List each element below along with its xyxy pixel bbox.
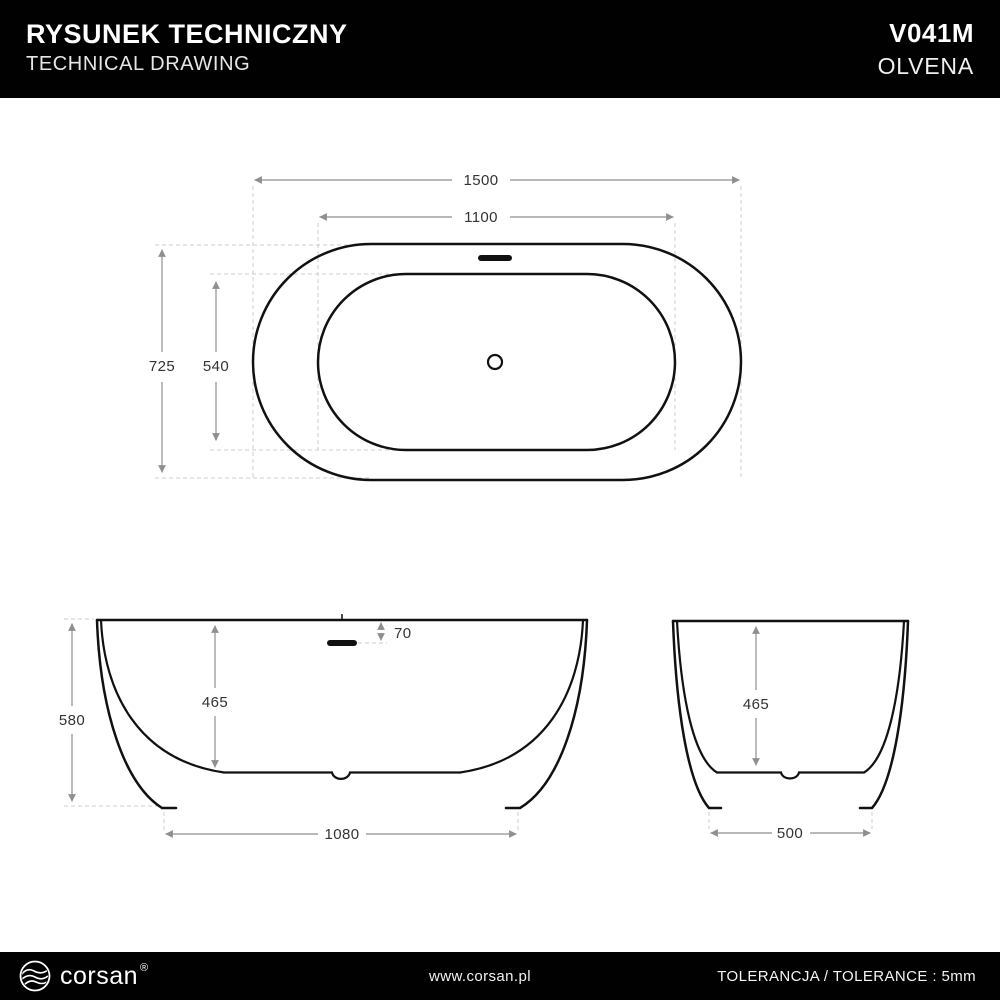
- dim-label-base-length: 1080: [325, 826, 360, 843]
- dim-side-depth: 465: [743, 626, 769, 766]
- technical-drawing-svg: 1500 1100 725 540: [59, 172, 910, 843]
- footer-bar: corsan® www.corsan.pl TOLERANCJA / TOLER…: [0, 952, 1000, 1000]
- front-view: 580 465 70 1080: [59, 614, 589, 843]
- tolerance-note: TOLERANCJA / TOLERANCE : 5mm: [717, 967, 976, 985]
- dim-base-width: 500: [710, 825, 871, 842]
- website-text: www.corsan.pl: [429, 967, 531, 985]
- registered-mark: ®: [140, 962, 149, 974]
- front-outer-left: [95, 618, 178, 810]
- dim-front-depth: 465: [202, 625, 228, 768]
- front-overflow-slot-icon: [327, 640, 357, 646]
- model-code: V041M: [889, 18, 974, 48]
- dim-label-base-width: 500: [777, 825, 803, 842]
- brand-name: corsan: [60, 961, 139, 990]
- drawing-subtitle: TECHNICAL DRAWING: [26, 53, 251, 76]
- dim-label-inner-width: 540: [203, 358, 229, 375]
- tub-basin-outline: [316, 272, 677, 452]
- side-outer-left: [671, 619, 723, 810]
- dim-label-side-depth: 465: [743, 696, 769, 713]
- header-bar: RYSUNEK TECHNICZNY TECHNICAL DRAWING V04…: [0, 0, 1000, 98]
- drain-icon: [486, 353, 504, 371]
- top-view: 1500 1100 725 540: [149, 172, 743, 482]
- dim-label-overall-height: 580: [59, 712, 85, 729]
- overflow-slot-icon: [478, 255, 512, 261]
- front-basin-profile: [99, 618, 585, 780]
- side-basin-profile: [675, 619, 906, 780]
- corsan-logo-icon: [19, 960, 51, 992]
- dim-overflow-offset: 70: [377, 622, 412, 642]
- dim-overall-width: 725: [149, 249, 175, 473]
- model-name: OLVENA: [877, 53, 974, 80]
- dim-label-overall-length: 1500: [464, 172, 499, 189]
- dim-overall-length: 1500: [254, 172, 740, 189]
- technical-drawing-canvas: 1500 1100 725 540: [0, 98, 1000, 952]
- side-outer-right: [858, 619, 910, 810]
- dim-base-length: 1080: [165, 826, 517, 843]
- front-outer-right: [504, 618, 589, 810]
- dim-label-front-depth: 465: [202, 694, 228, 711]
- dim-label-overflow-offset: 70: [394, 625, 412, 642]
- tub-rim-outline: [251, 242, 743, 482]
- side-view: 465 500: [671, 619, 910, 842]
- dim-label-overall-width: 725: [149, 358, 175, 375]
- header-left: RYSUNEK TECHNICZNY TECHNICAL DRAWING: [26, 20, 348, 76]
- header-right: V041M OLVENA: [877, 18, 974, 80]
- dim-inner-length: 1100: [319, 209, 674, 226]
- drawing-title: RYSUNEK TECHNICZNY: [26, 19, 348, 49]
- dim-overall-height: 580: [59, 623, 85, 802]
- dim-label-inner-length: 1100: [464, 209, 498, 226]
- dim-inner-width: 540: [203, 281, 229, 441]
- corsan-logo: corsan®: [18, 958, 148, 994]
